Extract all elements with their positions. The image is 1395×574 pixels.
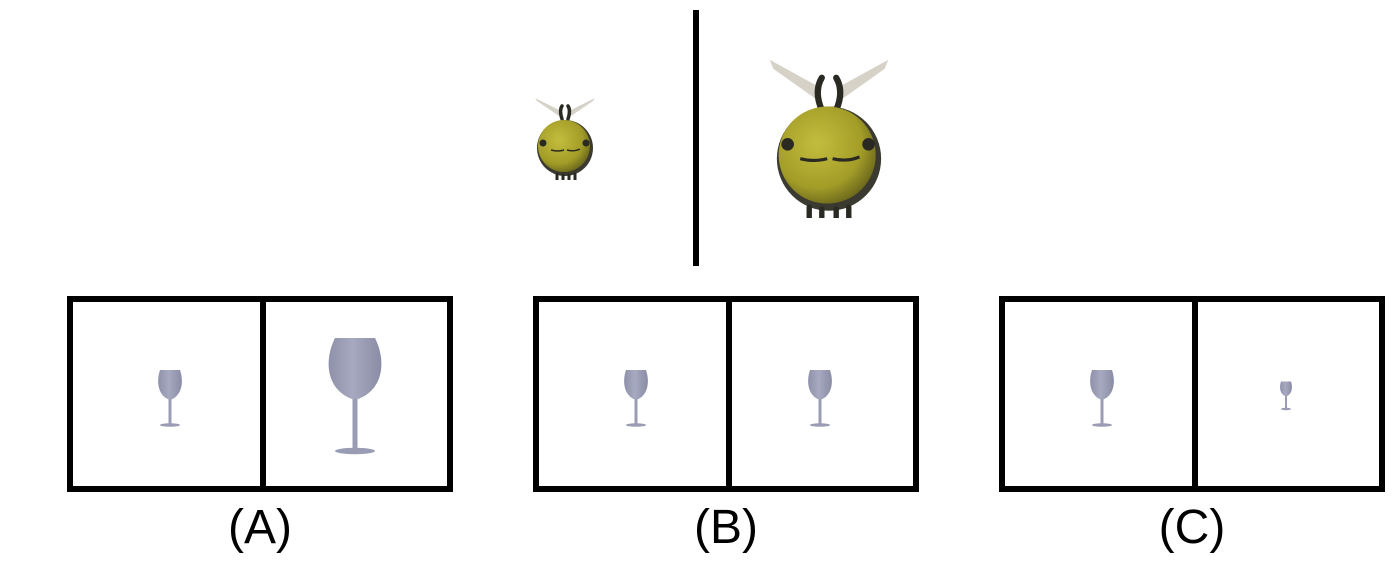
- glass-small-icon: [624, 370, 648, 427]
- option-a-divider: [260, 302, 266, 486]
- bee-small-image: [535, 98, 595, 180]
- option-a-right-cell: [266, 302, 447, 486]
- glass-large-icon: [328, 338, 382, 455]
- glass-small-icon: [808, 370, 832, 427]
- bee-small-wings: [535, 98, 595, 116]
- option-c-right-cell: [1198, 302, 1379, 486]
- option-a-panel[interactable]: [67, 296, 453, 492]
- option-b-panel[interactable]: [533, 296, 919, 492]
- option-c-label: (C): [1158, 501, 1226, 554]
- bee-large-image: [769, 59, 889, 218]
- option-b-right-cell: [732, 302, 913, 486]
- glass-small-icon: [158, 370, 182, 427]
- glass-small-icon: [1090, 370, 1114, 427]
- option-b-divider: [726, 302, 732, 486]
- option-c-divider: [1192, 302, 1198, 486]
- option-b-label: (B): [694, 501, 758, 554]
- option-b-left-cell: [539, 302, 726, 486]
- glass-tiny-icon: [1280, 381, 1292, 411]
- option-c-panel[interactable]: [999, 296, 1385, 492]
- option-c-left-cell: [1005, 302, 1192, 486]
- option-a-left-cell: [73, 302, 260, 486]
- option-a-label: (A): [228, 501, 292, 554]
- reference-divider: [693, 10, 699, 266]
- bee-large-wings: [769, 59, 889, 100]
